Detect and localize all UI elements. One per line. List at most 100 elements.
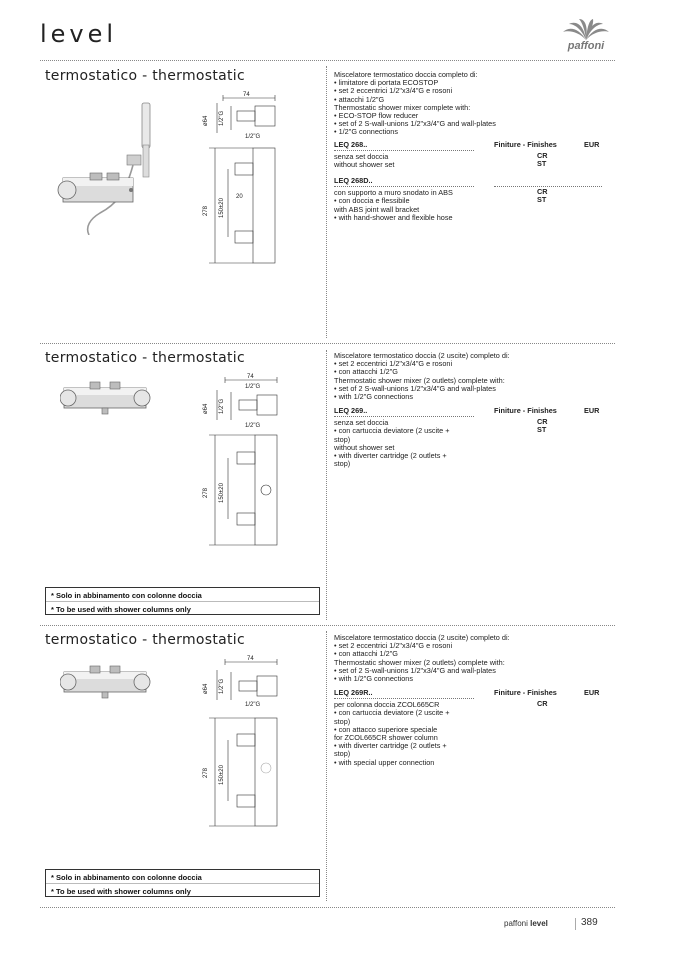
variant-line: senza set doccia	[334, 152, 389, 162]
finish-code: ST	[537, 425, 547, 434]
variant-line: stop)	[334, 434, 351, 444]
product-code: LEQ 269..	[334, 406, 368, 415]
product-image-shower-mixer	[60, 665, 151, 699]
variant-block: LEQ 268.. Finiture - Finishes EUR senza …	[334, 140, 614, 170]
finish-code: CR	[537, 417, 548, 426]
technical-drawing: 74 1/2"G ø64 1/2"G 278 150±20	[203, 656, 278, 827]
spec-line: with 1/2"G connections	[334, 392, 614, 401]
finishes-header: Finiture - Finishes	[494, 688, 557, 697]
dim-offset-label: 20	[236, 194, 243, 200]
variant-line: for ZCOL665CR shower column	[334, 733, 438, 743]
divider	[40, 60, 615, 61]
variant-line: con supporto a muro snodato in ABS	[334, 188, 453, 198]
dim-conn-label: 1/2"G	[245, 384, 260, 390]
paffoni-logo: paffoni	[555, 18, 617, 52]
page-title: level	[40, 20, 118, 48]
section-title: termostatico - thermostatic	[45, 350, 245, 366]
logo-fan-icon	[563, 19, 609, 40]
footer-series: level	[530, 919, 548, 928]
variant-line: without shower set	[334, 160, 395, 170]
dim-height-label: 278	[203, 767, 209, 778]
dotted-rule	[334, 186, 474, 188]
eur-header: EUR	[584, 140, 600, 149]
finish-code: ST	[537, 195, 547, 204]
usage-note-box: * Solo in abbinamento con colonne doccia…	[45, 869, 320, 897]
variant-line: with hand-shower and flexible hose	[334, 213, 614, 222]
product-code: LEQ 268D..	[334, 176, 373, 185]
note-line: * To be used with shower columns only	[46, 601, 319, 614]
variant-block: LEQ 269.. Finiture - Finishes EUR senza …	[334, 406, 614, 469]
variant-line: with diverter cartridge (2 outlets +	[334, 742, 614, 750]
column-divider	[326, 631, 327, 901]
spec-line: Thermostatic shower mixer (2 outlets) co…	[334, 657, 505, 667]
spec-line: with 1/2"G connections	[334, 674, 614, 683]
dim-height-label: 278	[203, 487, 209, 498]
variant-line: con doccia e flessibile	[334, 197, 614, 205]
dim-depth-label: ø64	[203, 403, 209, 414]
spec-line: set of 2 S-wall-unions 1/2"x3/4"G and wa…	[334, 666, 614, 675]
finish-code: CR	[537, 151, 548, 160]
spec-line: limitatore di portata ECOSTOP	[334, 78, 614, 87]
product-spec: Miscelatore termostatico doccia completo…	[334, 70, 614, 137]
dim-width-label: 74	[243, 92, 250, 98]
dim-centers-label: 150±20	[219, 764, 225, 785]
logo-text: paffoni	[567, 40, 605, 52]
dim-conn-vert-label: 1/2"G	[219, 111, 225, 126]
dim-width-label: 74	[247, 374, 254, 380]
dotted-rule	[334, 698, 474, 700]
product-image-shower-mixer-with-handshower	[57, 102, 151, 235]
finishes-header: Finiture - Finishes	[494, 406, 557, 415]
column-divider	[326, 350, 327, 620]
dim-height-label: 278	[203, 205, 209, 216]
column-divider	[326, 66, 327, 338]
spec-line: con attacchi 1/2"G	[334, 650, 614, 658]
divider	[40, 907, 615, 908]
product-spec: Miscelatore termostatico doccia (2 uscit…	[334, 351, 614, 401]
variant-line: without shower set	[334, 442, 395, 452]
finish-code: CR	[537, 187, 548, 196]
usage-note-box: * Solo in abbinamento con colonne doccia…	[45, 587, 320, 615]
spec-line: Thermostatic shower mixer complete with:	[334, 102, 471, 112]
spec-line: Miscelatore termostatico doccia completo…	[334, 70, 478, 79]
variant-line: stop)	[334, 459, 351, 469]
dotted-rule	[334, 150, 474, 152]
spec-line: set of 2 S-wall-unions 1/2"x3/4"G and wa…	[334, 120, 614, 128]
dim-conn-bottom-label: 1/2"G	[245, 702, 260, 708]
dotted-rule	[494, 186, 602, 187]
page-number: 389	[581, 917, 598, 928]
variant-block: LEQ 269R.. Finiture - Finishes EUR per c…	[334, 688, 614, 767]
variant-line: with special upper connection	[334, 758, 614, 767]
product-image-shower-mixer	[60, 381, 151, 415]
dim-depth-label: ø64	[203, 683, 209, 694]
variant-line: stop)	[334, 716, 351, 726]
technical-drawing: 74 1/2"G 1/2"G ø64 1/2"G 278 150±20	[203, 374, 278, 546]
spec-line: Miscelatore termostatico doccia (2 uscit…	[334, 351, 510, 360]
variant-line: stop)	[334, 749, 351, 759]
technical-drawing: 74 1/2"G 20 ø64 1/2"G 278 150±20	[203, 92, 276, 264]
dim-conn-label: 1/2"G	[245, 134, 260, 140]
eur-header: EUR	[584, 688, 600, 697]
spec-line: set 2 eccentrici 1/2"x3/4"G e rosoni	[334, 641, 614, 650]
divider	[40, 625, 615, 626]
variant-line: per colonna doccia ZCOL665CR	[334, 700, 440, 710]
spec-line: con attacchi 1/2"G	[334, 368, 614, 376]
footer-separator	[575, 918, 576, 930]
variant-line: con cartuccia deviatore (2 uscite +	[334, 427, 614, 435]
spec-line: ECO-STOP flow reducer	[334, 111, 614, 120]
dim-conn-vert-label: 1/2"G	[219, 399, 225, 414]
spec-line: Thermostatic shower mixer (2 outlets) co…	[334, 375, 505, 385]
variant-line: with ABS joint wall bracket	[334, 204, 420, 214]
spec-line: set of 2 S-wall-unions 1/2"x3/4"G and wa…	[334, 384, 614, 393]
footer-brand-name: paffoni	[504, 919, 528, 928]
section-title: termostatico - thermostatic	[45, 68, 245, 84]
spec-line: Miscelatore termostatico doccia (2 uscit…	[334, 633, 510, 642]
note-line: * Solo in abbinamento con colonne doccia	[51, 873, 202, 882]
variant-line: con attacco superiore speciale	[334, 725, 614, 734]
product-code: LEQ 269R..	[334, 688, 373, 697]
spec-line: attacchi 1/2"G	[334, 95, 614, 104]
variant-line: con cartuccia deviatore (2 uscite +	[334, 709, 614, 717]
product-code: LEQ 268..	[334, 140, 368, 149]
note-line: * To be used with shower columns only	[46, 883, 319, 896]
dotted-rule	[334, 416, 474, 418]
finish-code: CR	[537, 699, 548, 708]
